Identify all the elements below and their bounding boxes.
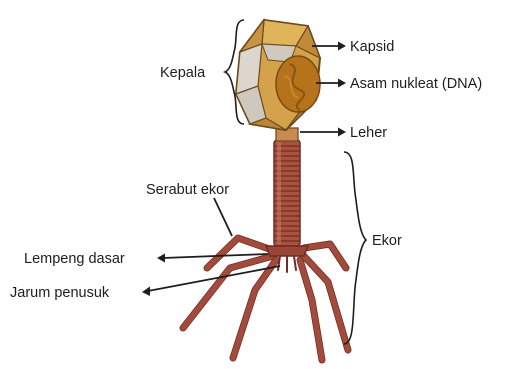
tail-sheath [274, 140, 300, 246]
label-leher: Leher [350, 125, 387, 141]
label-kapsid: Kapsid [350, 39, 394, 55]
leher-arrow [300, 128, 346, 137]
label-jarum-penusuk: Jarum penusuk [10, 285, 110, 301]
base-plate [266, 246, 308, 256]
label-lempeng-dasar: Lempeng dasar [24, 251, 125, 267]
label-kepala: Kepala [160, 65, 206, 81]
label-asam-nukleat: Asam nukleat (DNA) [350, 76, 482, 92]
serabut-ekor-line [214, 198, 232, 236]
label-serabut-ekor: Serabut ekor [146, 182, 229, 198]
ekor-brace [344, 152, 366, 344]
tail-pins [278, 256, 296, 272]
capsid [236, 20, 320, 130]
label-ekor: Ekor [372, 233, 402, 249]
